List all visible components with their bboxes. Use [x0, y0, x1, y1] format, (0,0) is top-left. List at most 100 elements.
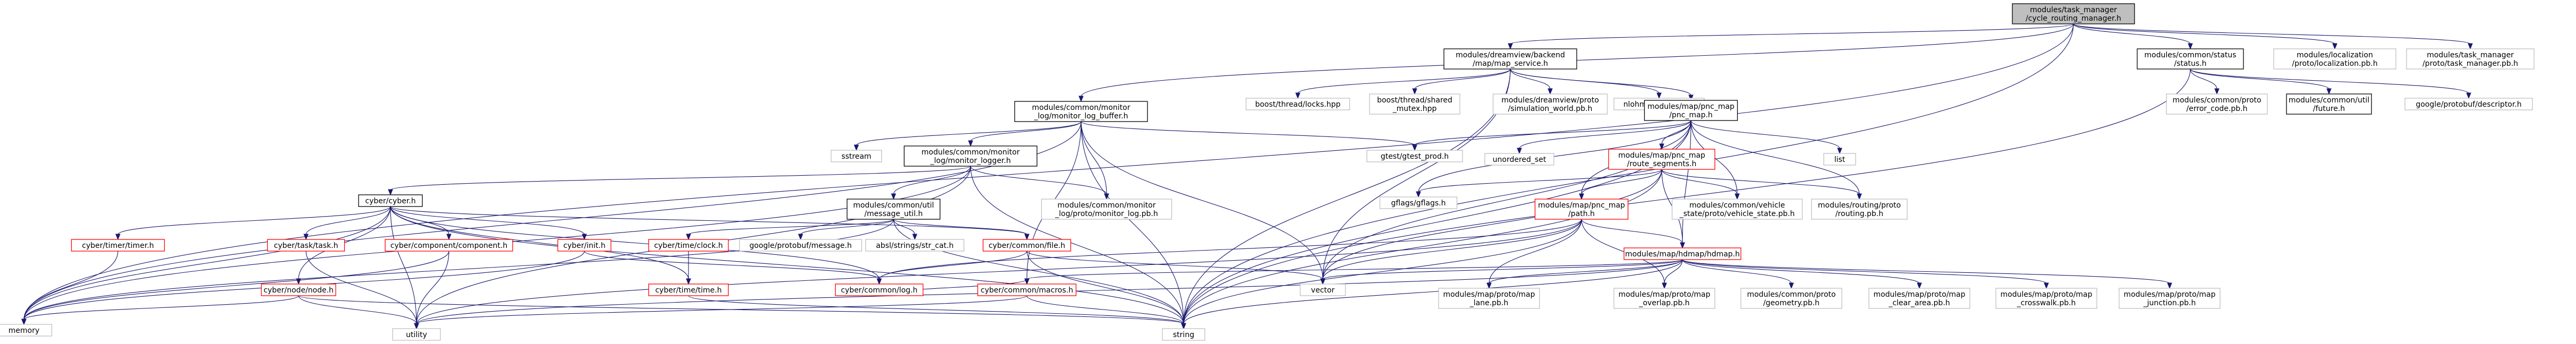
edge-arrowhead [1680, 242, 1685, 249]
edge-line [1510, 23, 2074, 45]
node-msgutil[interactable]: modules/common/util/message_util.h [846, 199, 941, 220]
node-future[interactable]: modules/common/util/future.h [2286, 93, 2372, 115]
node-root[interactable]: modules/task_manager/cycle_routing_manag… [2012, 3, 2135, 24]
node-box [261, 283, 336, 296]
node-box [267, 239, 345, 252]
edge-line [1682, 259, 2170, 284]
node-label: modules/common/monitor [1032, 104, 1130, 112]
edge-line [2190, 68, 2469, 94]
edge-line [416, 219, 1582, 324]
node-gpbmsg: google/protobuf/message.h [739, 239, 862, 252]
node-label: modules/common/util [853, 201, 934, 210]
node-box [1041, 199, 1172, 220]
edge-root-to-string [1181, 23, 2074, 330]
edge-arrowhead [2332, 43, 2337, 50]
node-box [1671, 199, 1803, 220]
node-monlogger[interactable]: modules/common/monitor_log/monitor_logge… [904, 145, 1038, 167]
node-fileh[interactable]: cyber/common/file.h [982, 239, 1072, 252]
node-taskh[interactable]: cyber/task/task.h [267, 239, 345, 252]
edge-hdmap-to-vector [1320, 259, 1683, 285]
node-status[interactable]: modules/common/status/status.h [2137, 48, 2244, 70]
node-macrosh[interactable]: cyber/common/macros.h [977, 283, 1077, 296]
edge-line [970, 121, 1082, 142]
edge-line [390, 206, 417, 324]
edge-line [1026, 259, 1683, 280]
edge-msgutil-to-absl [893, 219, 917, 240]
node-label: /simulation_world.pb.h [1508, 105, 1593, 113]
edge-line [1682, 259, 2047, 284]
node-routeseg[interactable]: modules/map/pnc_map/route_segments.h [1608, 149, 1715, 170]
edge-line [1664, 259, 1683, 284]
node-pathh[interactable]: modules/map/pnc_map/path.h [1534, 199, 1629, 220]
edge-arrowhead [686, 234, 691, 240]
node-timerh[interactable]: cyber/timer/timer.h [71, 239, 165, 252]
node-label: absl/strings/str_cat.h [876, 242, 954, 250]
node-label: google/protobuf/descriptor.h [2416, 100, 2521, 109]
edge-line [1682, 259, 1920, 284]
node-logh[interactable]: cyber/common/log.h [835, 283, 924, 296]
node-label: memory [8, 326, 40, 335]
edge-hdmap-to-overlappb [1662, 259, 1683, 289]
node-label: /proto/localization.pb.h [2292, 59, 2377, 68]
node-label: sstream [841, 152, 871, 161]
edge-line [305, 206, 391, 235]
node-label: /future.h [2313, 105, 2345, 113]
edge-arrowhead [21, 319, 27, 325]
node-box [1438, 288, 1540, 309]
node-label: _junction.pb.h [2143, 299, 2196, 307]
node-junction: modules/map/proto/map_junction.pb.h [2119, 288, 2221, 309]
node-pncmap[interactable]: modules/map/pnc_map/pnc_map.h [1644, 100, 1738, 121]
edge-line [970, 166, 1107, 195]
edge-hdmap-to-lanepb [1486, 259, 1683, 289]
node-box [977, 283, 1077, 296]
node-label: cyber/init.h [563, 242, 605, 250]
edge-line [1489, 219, 1582, 284]
node-box [1811, 199, 1908, 220]
edge-line [23, 219, 894, 320]
node-box [1299, 283, 1346, 296]
node-label: cyber/cyber.h [365, 197, 415, 205]
node-label: unordered_set [1493, 156, 1546, 164]
node-clockh[interactable]: cyber/time/clock.h [648, 239, 729, 252]
node-label: cyber/common/file.h [989, 242, 1065, 250]
node-box [0, 324, 53, 337]
node-hdmap[interactable]: modules/map/hdmap/hdmap.h [1623, 247, 1741, 260]
edge-hdmap-to-geometrypb [1682, 259, 1794, 289]
edge-arrowhead [2044, 282, 2049, 289]
node-cyberh[interactable]: cyber/cyber.h [358, 194, 423, 207]
node-logbuf[interactable]: modules/common/monitor_log/monitor_log_b… [1014, 101, 1148, 122]
node-label: modules/common/monitor [922, 148, 1020, 157]
edge-arrowhead [2214, 88, 2220, 95]
node-label: /error_code.pb.h [2187, 105, 2248, 113]
edge-arrowhead [1656, 92, 1662, 99]
node-box [1868, 288, 1970, 309]
edge-line [584, 251, 880, 280]
node-label: /pnc_map.h [1669, 111, 1713, 119]
edge-fileh-to-logh [877, 251, 1027, 285]
edge-line [2190, 68, 2217, 90]
node-label: modules/map/pnc_map [1538, 201, 1625, 210]
edge-arrowhead [303, 234, 309, 240]
node-timeh[interactable]: cyber/time/time.h [648, 283, 729, 296]
node-nodeh[interactable]: cyber/node/node.h [261, 283, 336, 296]
edge-line [1682, 259, 1792, 284]
edge-line [2073, 23, 2191, 45]
node-label: cyber/component/component.h [390, 242, 507, 250]
node-simworld: modules/dreamview/proto/simulation_world… [1492, 93, 1608, 115]
node-inith[interactable]: cyber/init.h [557, 239, 611, 252]
edge-arrowhead [1837, 148, 1842, 154]
edge-pathh-to-string [1181, 219, 1582, 330]
edge-arrowhead [798, 234, 803, 240]
node-box [739, 239, 862, 252]
edge-nodeh-to-utility [298, 295, 419, 330]
node-mapservice[interactable]: modules/dreamview/backend/map/map_servic… [1443, 48, 1577, 70]
node-box [2012, 3, 2135, 24]
edge-line [800, 219, 894, 235]
node-label: /message_util.h [864, 210, 923, 218]
edge-nodeh-to-memory [21, 295, 299, 325]
node-label: modules/map/pnc_map [1618, 151, 1705, 160]
node-box [1644, 100, 1738, 121]
node-componenth[interactable]: cyber/component/component.h [385, 239, 513, 252]
node-box [1484, 153, 1554, 166]
node-box [392, 328, 441, 341]
